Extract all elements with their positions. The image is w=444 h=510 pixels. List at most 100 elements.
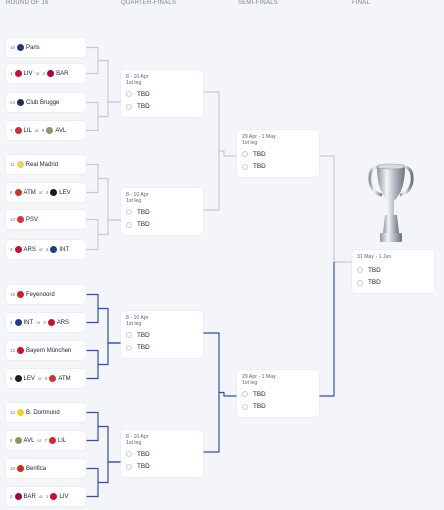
team-crest-icon (14, 493, 22, 500)
match-leg: 1st leg (242, 140, 258, 146)
team-name: LIL (57, 437, 67, 444)
seed-number: 4 (45, 190, 49, 195)
team-name: ATM (23, 189, 36, 196)
team-crest-icon (17, 44, 25, 51)
connector-r16-qf (86, 342, 121, 380)
team-name: INT (59, 246, 70, 253)
seed-number: 5 (44, 376, 48, 381)
team-name: ARS (56, 319, 70, 326)
seed-number: 16 (10, 466, 16, 471)
seed-number: 1 (10, 71, 13, 76)
team-entry: 1 LIV (10, 70, 33, 77)
seed-number: 4 (45, 247, 49, 252)
team-name: Club Brugge (26, 99, 60, 106)
connector-qf-sf (203, 91, 237, 211)
team-name: LEV (23, 375, 35, 382)
seed-number: 14 (10, 217, 16, 222)
away-label: TBD (137, 103, 150, 111)
away-slot: TBD (126, 461, 198, 474)
connector-r16-qf (86, 293, 121, 344)
team-placeholder-icon (126, 344, 132, 351)
match-date: 29 Apr - 1 May (242, 134, 276, 140)
or-label: or (37, 438, 42, 443)
team-name: LIV (59, 493, 69, 500)
away-label: TBD (137, 344, 150, 352)
team-entry: 4 INT (10, 319, 33, 326)
match-date: 8 - 10 Apr (126, 315, 149, 321)
or-label: or (38, 494, 43, 499)
team-crest-icon (14, 375, 22, 382)
team-entry: 3 ARS (43, 319, 69, 326)
home-label: TBD (253, 390, 266, 398)
team-crest-icon (49, 375, 57, 382)
team-entry: 4 INT (46, 246, 69, 253)
team-crest-icon (50, 493, 58, 500)
seed-number: 7 (10, 128, 13, 133)
home-slot: TBD (126, 88, 198, 101)
team-name: B. Dortmund (26, 409, 60, 416)
match-leg: 1st leg (126, 321, 142, 327)
team-placeholder-icon (242, 403, 248, 410)
champions-league-trophy-icon (368, 163, 414, 242)
team-name: INT (23, 319, 34, 326)
connector-r16-qf (86, 101, 121, 132)
match-leg: 1st leg (126, 198, 142, 204)
team-crest-icon (16, 161, 24, 168)
team-placeholder-icon (242, 151, 248, 158)
team-placeholder-icon (242, 163, 248, 170)
away-label: TBD (137, 221, 150, 229)
team-name: Benfica (26, 465, 47, 472)
final-slot-home: TBD (357, 264, 429, 277)
team-crest-icon (14, 319, 22, 326)
team-placeholder-icon (126, 91, 132, 98)
team-crest-icon (14, 189, 22, 196)
connector-qf-sf (203, 332, 237, 453)
column-label-quarter-finals: QUARTER-FINALS (121, 0, 177, 6)
or-label: or (35, 71, 40, 76)
seed-number: 3 (10, 247, 13, 252)
team-name: LIV (23, 70, 33, 77)
seed-number: 8 (41, 128, 45, 133)
round-of-16-match-card[interactable]: 16 Benfica (6, 459, 86, 478)
or-label: or (38, 247, 43, 252)
final-match-card[interactable]: 31 May - 1 Jun TBD TBD (352, 250, 434, 293)
or-label: or (37, 376, 42, 381)
team-crest-icon (14, 70, 22, 77)
seed-number: 3 (43, 320, 46, 325)
team-name: AVL (23, 437, 35, 444)
team-entry: 16 Benfica (10, 465, 46, 472)
home-slot: TBD (242, 148, 314, 161)
team-crest-icon (14, 127, 22, 134)
seed-number: 6 (10, 376, 13, 381)
seed-number: 4 (10, 320, 13, 325)
seed-number: 8 (10, 438, 13, 443)
match-date: 8 - 10 Apr (126, 434, 149, 440)
team-crest-icon (14, 246, 22, 253)
